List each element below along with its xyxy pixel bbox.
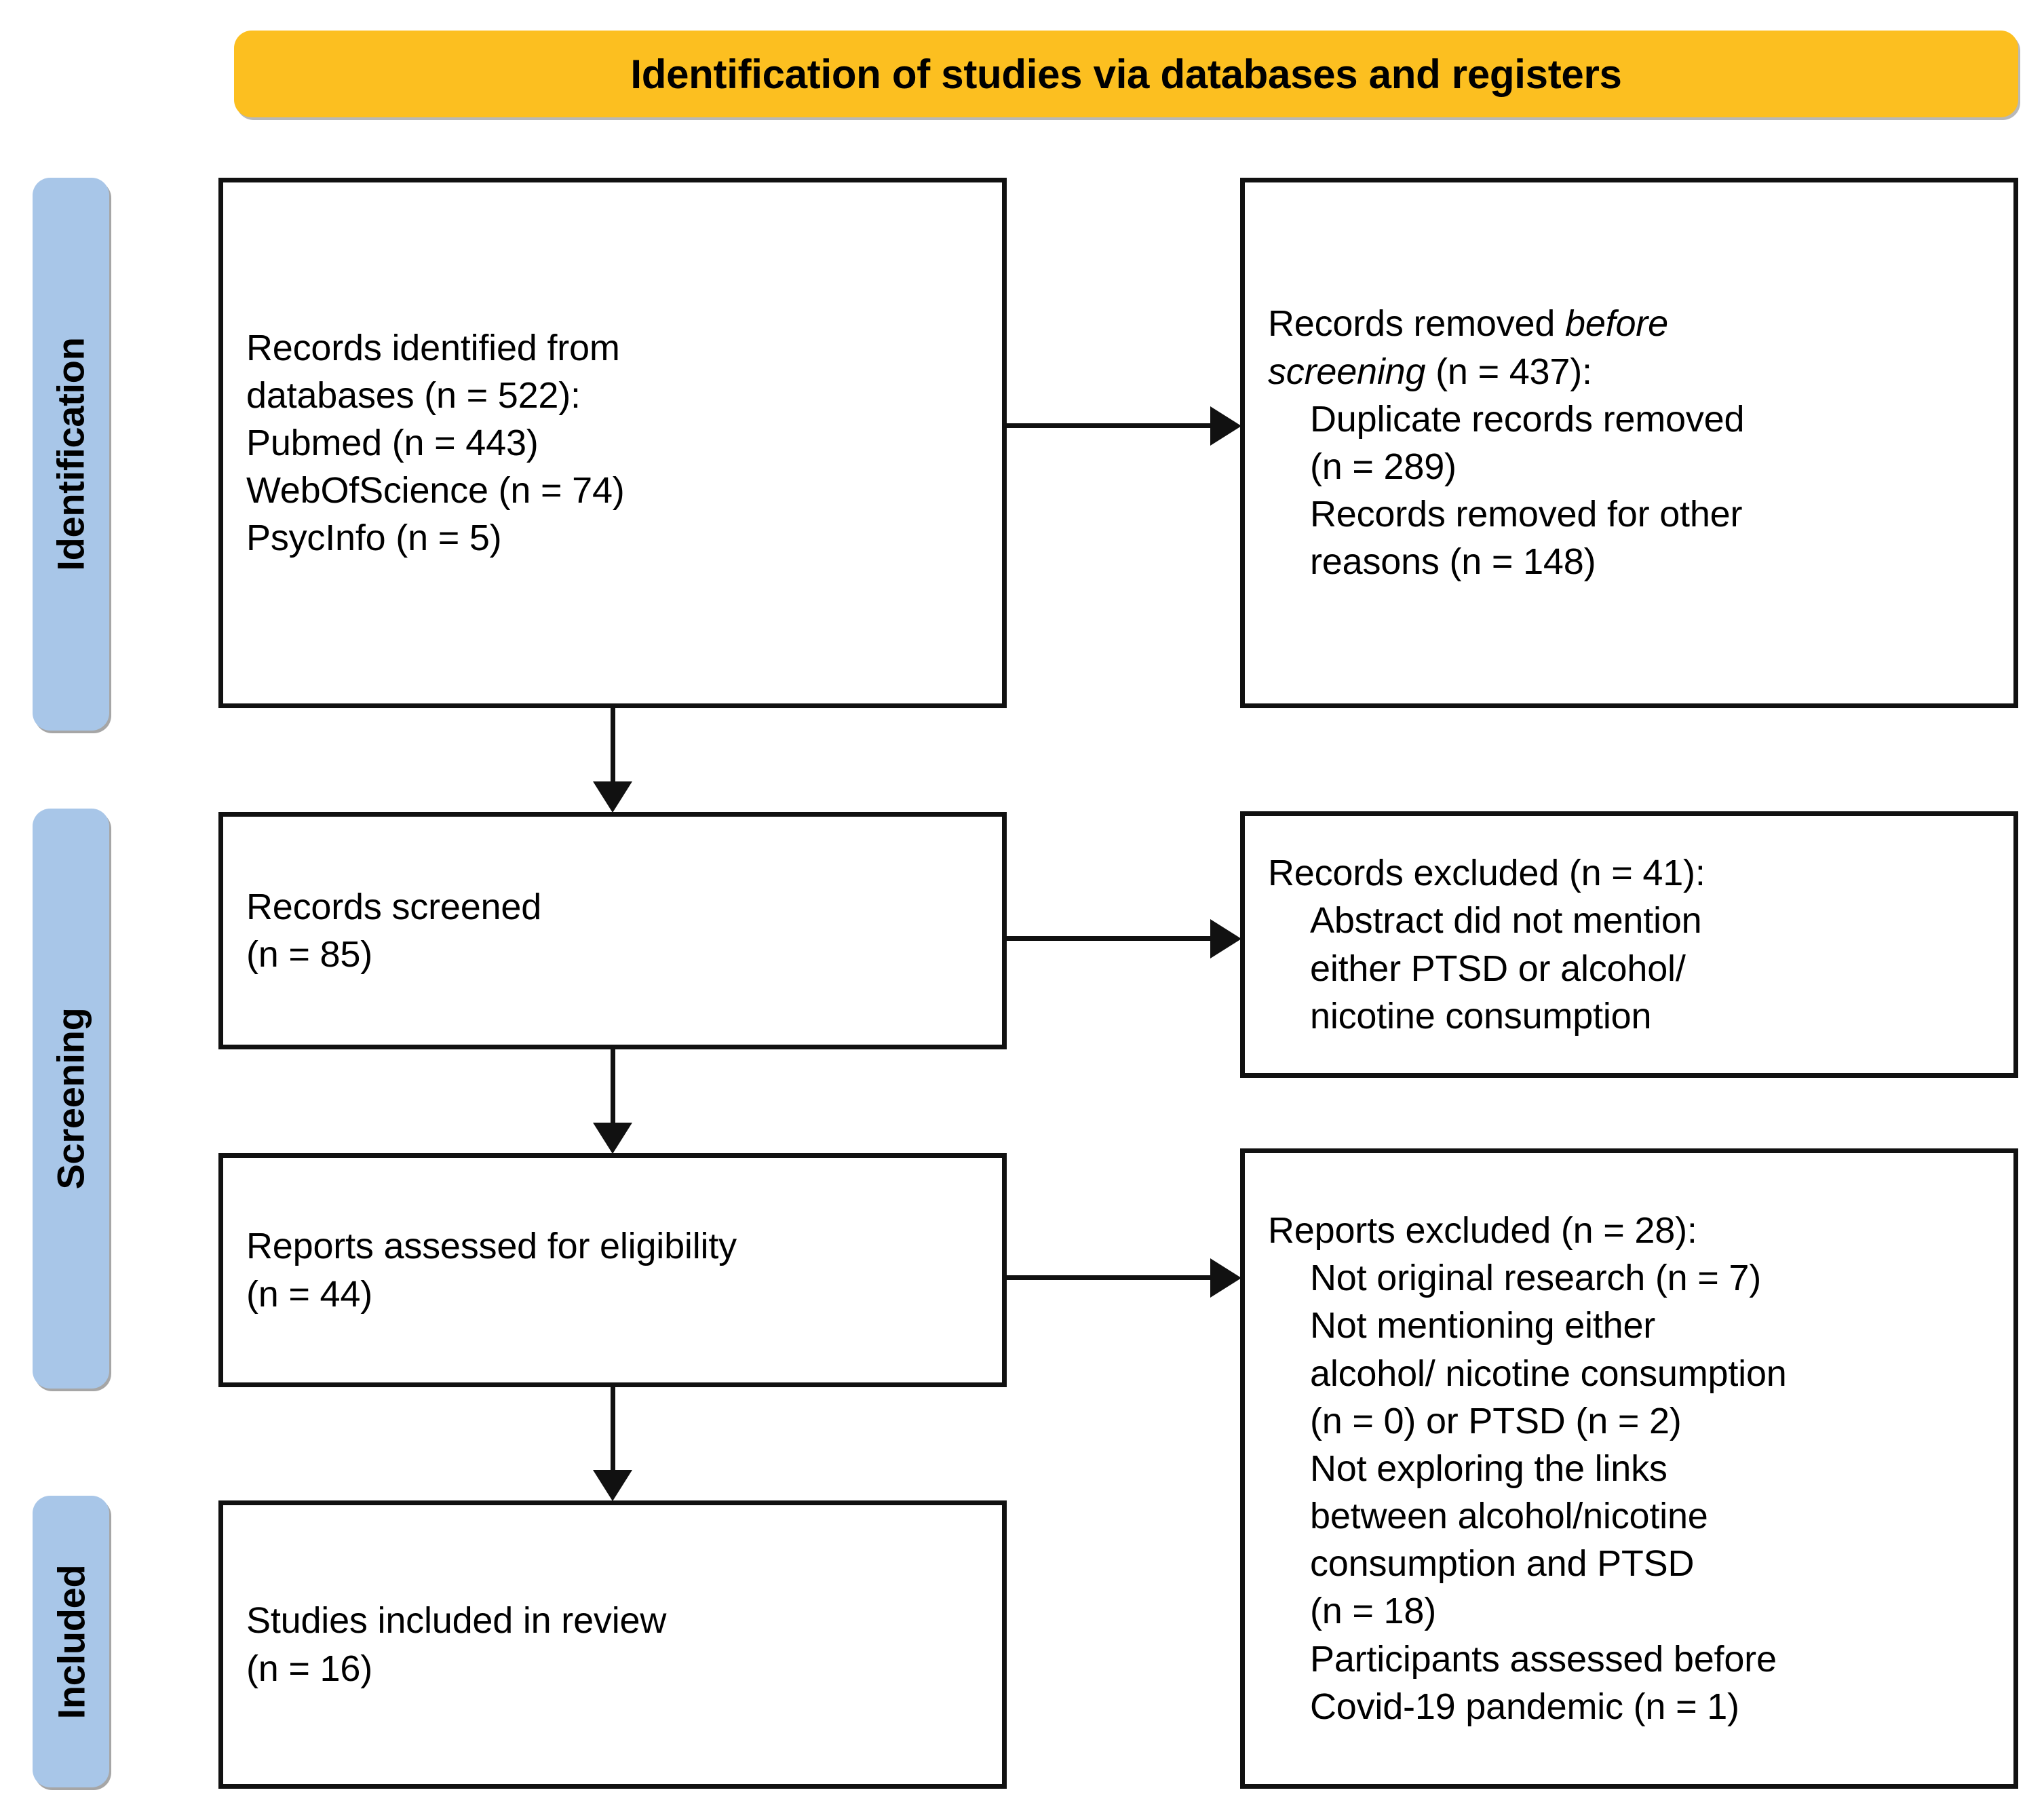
records-removed-sub-4: reasons (n = 148) — [1310, 541, 1596, 583]
header-banner: Identification of studies via databases … — [234, 31, 2018, 117]
arrow-screened-to-eligibility-line — [611, 1049, 615, 1123]
reports-excluded-sub-3: alcohol/ nicotine consumption — [1310, 1353, 1787, 1394]
records-excluded-sub-2: either PTSD or alcohol/ — [1310, 948, 1686, 989]
records-identified-line-2: databases (n = 522): — [246, 374, 581, 416]
reports-excluded-sub-10: Covid-19 pandemic (n = 1) — [1310, 1686, 1739, 1727]
box-reports-assessed-for-eligibility: Reports assessed for eligibility (n = 44… — [218, 1153, 1007, 1387]
banner-title: Identification of studies via databases … — [630, 51, 1622, 97]
records-excluded-sub-3: nicotine consumption — [1310, 995, 1652, 1036]
studies-included-line-2: (n = 16) — [246, 1648, 373, 1689]
box-records-excluded: Records excluded (n = 41): Abstract did … — [1240, 811, 2018, 1078]
reports-excluded-sub-4: (n = 0) or PTSD (n = 2) — [1310, 1400, 1682, 1441]
records-removed-line-2: screening (n = 437): — [1268, 348, 1990, 395]
reports-excluded-heading: Reports excluded (n = 28): — [1268, 1209, 1697, 1251]
reports-excluded-sub-2: Not mentioning either — [1310, 1305, 1656, 1346]
eligibility-line-1: Reports assessed for eligibility — [246, 1226, 737, 1267]
arrow-identified-to-screened-head-icon — [593, 781, 632, 813]
arrow-identified-to-removed-line — [1007, 423, 1210, 428]
studies-included-line-1: Studies included in review — [246, 1600, 667, 1642]
stage-label-screening: Screening — [50, 1007, 92, 1190]
records-identified-line-4: WebOfScience (n = 74) — [246, 470, 625, 511]
reports-excluded-sub-9: Participants assessed before — [1310, 1638, 1777, 1680]
arrow-eligibility-to-included-head-icon — [593, 1470, 632, 1501]
reports-excluded-sub-7: consumption and PTSD — [1310, 1543, 1695, 1585]
reports-excluded-sub-5: Not exploring the links — [1310, 1448, 1667, 1489]
records-removed-sub-1: Duplicate records removed — [1310, 398, 1745, 440]
records-removed-line-1: Records removed before — [1268, 300, 1990, 347]
eligibility-line-2: (n = 44) — [246, 1273, 373, 1315]
arrow-eligibility-to-reports-excluded-head-icon — [1210, 1258, 1241, 1298]
records-excluded-heading: Records excluded (n = 41): — [1268, 853, 1705, 894]
records-screened-line-1: Records screened — [246, 886, 542, 927]
arrow-identified-to-screened-line — [611, 708, 615, 781]
records-screened-line-2: (n = 85) — [246, 934, 373, 975]
box-records-screened: Records screened (n = 85) — [218, 812, 1007, 1049]
stage-label-included: Included — [50, 1564, 92, 1719]
arrow-screened-to-eligibility-head-icon — [593, 1123, 632, 1154]
reports-excluded-sub-6: between alcohol/nicotine — [1310, 1496, 1708, 1537]
stage-label-identification: Identification — [50, 337, 92, 571]
records-identified-line-3: Pubmed (n = 443) — [246, 422, 539, 463]
stage-bar-screening: Screening — [33, 809, 109, 1389]
arrow-screened-to-records-excluded-line — [1007, 936, 1210, 941]
reports-excluded-sub-1: Not original research (n = 7) — [1310, 1258, 1762, 1299]
records-removed-italic-before: before — [1564, 303, 1668, 345]
stage-bar-included: Included — [33, 1496, 109, 1787]
records-identified-line-5: PsycInfo (n = 5) — [246, 518, 502, 559]
box-reports-excluded: Reports excluded (n = 28): Not original … — [1240, 1148, 2018, 1789]
arrow-eligibility-to-included-line — [611, 1387, 615, 1470]
records-identified-line-1: Records identified from — [246, 327, 620, 368]
box-records-removed-before-screening: Records removed before screening (n = 43… — [1240, 178, 2018, 708]
records-excluded-sub-1: Abstract did not mention — [1310, 900, 1702, 942]
box-studies-included-in-review: Studies included in review (n = 16) — [218, 1500, 1007, 1789]
records-removed-italic-screening: screening — [1268, 351, 1426, 392]
arrow-eligibility-to-reports-excluded-line — [1007, 1275, 1210, 1280]
records-removed-sub-3: Records removed for other — [1310, 494, 1743, 535]
box-records-identified: Records identified from databases (n = 5… — [218, 178, 1007, 708]
stage-bar-identification: Identification — [33, 178, 109, 731]
arrow-screened-to-records-excluded-head-icon — [1210, 919, 1241, 958]
reports-excluded-sub-8: (n = 18) — [1310, 1591, 1437, 1632]
arrow-identified-to-removed-head-icon — [1210, 406, 1241, 446]
records-removed-count: (n = 437): — [1425, 351, 1592, 392]
records-removed-sub-2: (n = 289) — [1310, 446, 1457, 487]
records-removed-prefix: Records removed — [1268, 303, 1565, 345]
